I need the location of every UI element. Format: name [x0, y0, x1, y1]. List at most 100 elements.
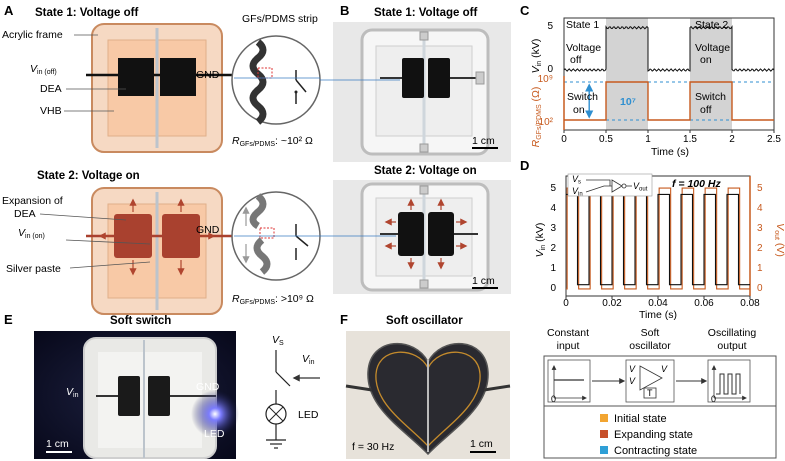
panel-e: E Soft switch Vin GND LED 1 cm VS Vin LE…: [4, 312, 320, 459]
f-flow-input-l1: Constant: [547, 327, 589, 339]
d-ytick-left-4: 4: [550, 203, 556, 214]
f-legend-swatch-1: [600, 430, 608, 438]
a-silver-paste-label: Silver paste: [6, 263, 61, 275]
panel-letter-d: D: [520, 158, 529, 173]
chart-c: [563, 17, 775, 133]
f-flow-out-l2: output: [717, 340, 746, 352]
a-gnd-label-1: GND: [196, 69, 220, 81]
c-xtick-2: 1: [645, 134, 651, 145]
d-ytick-left-0: 0: [550, 283, 556, 294]
c-switch-on-l2: on: [573, 104, 585, 116]
d-xtick-0: 0: [563, 298, 569, 309]
a-strip-title: GFs/PDMS strip: [242, 13, 318, 25]
svg-text:V: V: [661, 364, 668, 374]
e-led-glow: [191, 390, 239, 438]
c-ytick-top-5: 5: [547, 21, 553, 32]
d-xtick-3: 0.06: [694, 298, 714, 309]
c-switch-off-l1: Switch: [695, 91, 726, 103]
c-series-resistance: [564, 81, 774, 121]
c-ylabel-bot: RGFs/PDMS (Ω): [530, 87, 543, 148]
c-on-band-1: [690, 18, 732, 130]
e-title: Soft switch: [110, 315, 171, 327]
c-axes-frame: [563, 17, 775, 131]
a-strip-wavy-1: [249, 39, 267, 125]
d-ytick-right-3: 3: [757, 223, 763, 234]
a-dea-on-right: [162, 214, 200, 258]
f-title: Soft oscillator: [386, 315, 463, 327]
panel-b: B State 1: Voltage off 1 cm State 2: Vol…: [320, 3, 511, 294]
d-ytick-left-5: 5: [550, 183, 556, 194]
d-ytick-right-4: 4: [757, 203, 763, 214]
e-vin: Vin: [66, 386, 79, 399]
d-ytick-right-1: 1: [757, 263, 763, 274]
b-scale-1: 1 cm: [472, 135, 495, 147]
c-xtick-4: 2: [729, 134, 735, 145]
a-expansion-l2: DEA: [14, 208, 36, 220]
f-flow-out-l1: Oscillating: [708, 327, 757, 339]
f-t-label: T: [647, 388, 653, 398]
panel-d: D 5 4 3 2 1 0 5 4 3 2 1 0 0 0.02 0.04 0.…: [520, 158, 785, 321]
c-xlabel: Time (s): [651, 146, 689, 158]
c-voltage-off-l1: Voltage: [566, 42, 601, 54]
a-vin-on-label: Vin (on): [18, 227, 45, 240]
c-state2: State 2: [695, 19, 728, 31]
a-state2-title: State 2: Voltage on: [37, 170, 140, 182]
e-sch-vs: VS: [272, 334, 284, 347]
f-legend-swatch-2: [600, 446, 608, 454]
c-on-band-0: [606, 18, 648, 130]
e-sch-led: LED: [298, 409, 319, 421]
c-ylabel-top: Vin (kV): [530, 39, 543, 74]
d-xtick-4: 0.08: [740, 298, 760, 309]
panel-letter-f: F: [340, 312, 348, 327]
d-ytick-left-3: 3: [550, 223, 556, 234]
panel-a: A State 1: Voltage off Acrylic frame Vin…: [2, 3, 321, 315]
f-flow-input-l2: input: [557, 340, 580, 352]
c-voltage-on-l1: Voltage: [695, 42, 730, 54]
d-freq: f = 100 Hz: [672, 178, 721, 190]
b-state1-title: State 1: Voltage off: [374, 7, 477, 19]
f-zero-2: 0: [711, 394, 716, 404]
panel-letter-b: B: [340, 3, 349, 18]
c-voltage-on-l2: on: [700, 54, 712, 66]
e-sch-vin: Vin: [302, 353, 315, 366]
f-zero-1: 0: [551, 394, 556, 404]
c-ytick-top-0: 0: [547, 64, 553, 75]
a-r-high: RGFs/PDMS: >10⁹ Ω: [232, 293, 314, 306]
panel-letter-c: C: [520, 3, 530, 18]
a-state1-title: State 1: Voltage off: [35, 7, 138, 19]
a-vin-off-label: Vin (off): [30, 63, 57, 76]
c-ratio: 10⁷: [620, 96, 636, 108]
a-strip-wavy-2: [249, 193, 271, 275]
panel-letter-a: A: [4, 3, 14, 18]
c-switch-on-l1: Switch: [567, 91, 598, 103]
f-legend-swatch-0: [600, 414, 608, 422]
d-xlabel: Time (s): [639, 309, 677, 321]
d-ylabel-left: Vin (kV): [534, 223, 547, 258]
d-ylabel-right: Vout (V): [773, 223, 785, 257]
e-led: LED: [204, 428, 225, 440]
f-legend-label-2: Contracting state: [614, 445, 697, 457]
c-xtick-3: 1.5: [683, 134, 697, 145]
d-ytick-right-0: 0: [757, 283, 763, 294]
f-flow-osc-l2: oscillator: [629, 340, 671, 352]
a-dea-off-right: [160, 58, 196, 96]
d-inset-vs: Vs: [572, 174, 581, 186]
f-legend: [543, 405, 777, 459]
a-r-low: RGFs/PDMS: ~10² Ω: [232, 135, 313, 148]
f-flow-osc-l1: Soft: [641, 327, 660, 339]
d-xtick-2: 0.04: [648, 298, 668, 309]
f-legend-label-1: Expanding state: [614, 429, 693, 441]
c-xtick-0: 0: [561, 134, 567, 145]
d-series-vin: [566, 193, 750, 286]
d-inset-vout: Vout: [633, 181, 648, 193]
a-acrylic-frame-label: Acrylic frame: [2, 29, 63, 41]
a-vhb-label: VHB: [40, 105, 62, 117]
d-ytick-right-2: 2: [757, 243, 763, 254]
a-dea-off-left: [118, 58, 154, 96]
panel-f: F Soft oscillator f = 30 Hz 1 cm Constan…: [340, 312, 777, 459]
d-ytick-left-2: 2: [550, 243, 556, 254]
b-state2-title: State 2: Voltage on: [374, 165, 477, 177]
a-dea-on-left: [114, 214, 152, 258]
